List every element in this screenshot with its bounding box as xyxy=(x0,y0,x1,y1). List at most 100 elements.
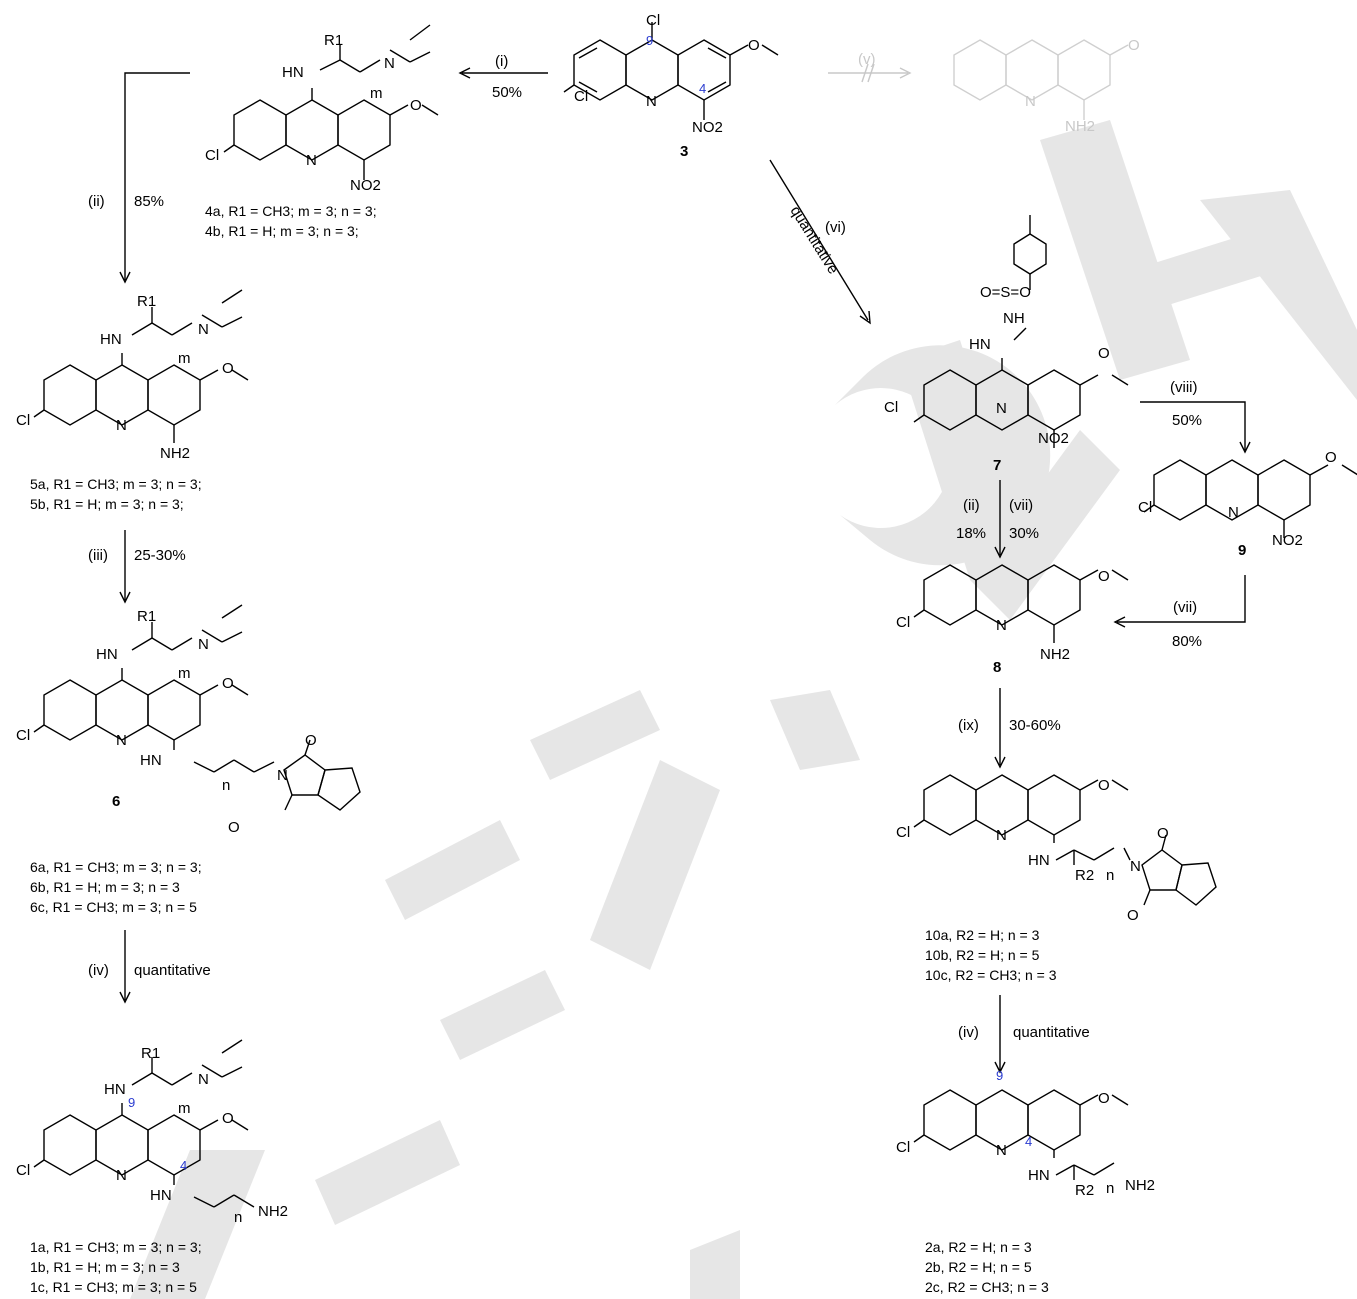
position-9-label: 9 xyxy=(128,1095,135,1110)
atom-cl: Cl xyxy=(205,147,219,164)
arrow-step-iii: (iii) 25-30% xyxy=(88,530,186,604)
nitro-group: NO2 xyxy=(350,177,381,194)
atom-o: O xyxy=(222,675,234,692)
atom-cl: Cl xyxy=(896,1139,910,1156)
arrow-step-v: (v) xyxy=(828,51,912,83)
condition-i: (i) xyxy=(495,53,508,70)
r1-label: R1 xyxy=(137,293,156,310)
r2-label: R2 xyxy=(1075,1182,1094,1199)
series-label-5b: 5b, R1 = H; m = 3; n = 3; xyxy=(30,496,184,512)
arrow-step-vi: (vi) quantitative xyxy=(769,159,871,325)
series-label-2c: 2c, R2 = CH3; n = 3 xyxy=(925,1279,1049,1295)
atom-n: N xyxy=(116,417,127,434)
amino-group: NH2 xyxy=(160,445,190,462)
atom-cl: Cl xyxy=(646,12,660,29)
yield-step-vii-right: 30% xyxy=(1009,525,1039,542)
atom-n: N xyxy=(116,732,127,749)
hn-label: HN xyxy=(140,752,162,769)
yield-step-iv-right: quantitative xyxy=(1013,1024,1090,1041)
arrow-step-iv-left: (iv) quantitative xyxy=(88,930,211,1004)
atom-n: N xyxy=(996,1142,1007,1159)
series-label-10b: 10b, R2 = H; n = 5 xyxy=(925,947,1040,963)
atom-cl: Cl xyxy=(16,412,30,429)
series-label-10c: 10c, R2 = CH3; n = 3 xyxy=(925,967,1057,983)
series-label-5a: 5a, R1 = CH3; m = 3; n = 3; xyxy=(30,476,202,492)
hn-label: HN xyxy=(96,646,118,663)
atom-o: O xyxy=(228,819,240,836)
nitro-group: NO2 xyxy=(692,119,723,136)
atom-o: O xyxy=(222,360,234,377)
series-label-4b: 4b, R1 = H; m = 3; n = 3; xyxy=(205,223,359,239)
atom-o: O xyxy=(1128,37,1140,54)
atom-o: O xyxy=(1127,907,1139,924)
atom-cl: Cl xyxy=(884,399,898,416)
yield-step-vi: quantitative xyxy=(787,203,842,277)
atom-n: N xyxy=(306,152,317,169)
chain-m-label: m xyxy=(178,350,191,367)
series-label-4a: 4a, R1 = CH3; m = 3; n = 3; xyxy=(205,203,377,219)
compound-number-3: 3 xyxy=(680,143,688,160)
atom-cl: Cl xyxy=(16,1162,30,1179)
chain-n-label: n xyxy=(1106,1180,1114,1197)
atom-cl: Cl xyxy=(574,88,588,105)
atom-cl: Cl xyxy=(1138,499,1152,516)
atom-n: N xyxy=(198,636,209,653)
arrow-step-iv-right: (iv) quantitative xyxy=(958,995,1090,1074)
yield-step-ix: 30-60% xyxy=(1009,717,1061,734)
hn-label: HN xyxy=(969,336,991,353)
amino-group: NH2 xyxy=(1065,118,1095,135)
nh-label: NH xyxy=(1003,310,1025,327)
position-4-label: 4 xyxy=(699,81,706,96)
yield-step-i: 50% xyxy=(492,84,522,101)
atom-o: O xyxy=(1098,345,1110,362)
series-label-6c: 6c, R1 = CH3; m = 3; n = 5 xyxy=(30,899,197,915)
condition-ix: (ix) xyxy=(958,717,979,734)
yield-step-iv-left: quantitative xyxy=(134,962,211,979)
condition-iv: (iv) xyxy=(958,1024,979,1041)
arrow-step-7-to-8: (ii) (vii) 18% 30% xyxy=(956,480,1039,559)
compound-6: R1 HN N m O Cl N HN n N O O 6 6a, R1 = C… xyxy=(16,604,361,915)
atom-n: N xyxy=(1025,93,1036,110)
amino-group: NH2 xyxy=(258,1203,288,1220)
arrow-step-ix: (ix) 30-60% xyxy=(958,688,1061,769)
atom-o: O xyxy=(222,1110,234,1127)
position-4-label: 4 xyxy=(1025,1134,1032,1149)
hn-label: HN xyxy=(1028,852,1050,869)
atom-o: O xyxy=(1098,777,1110,794)
condition-iii: (iii) xyxy=(88,547,108,564)
hn-label: HN xyxy=(104,1081,126,1098)
series-label-10a: 10a, R2 = H; n = 3 xyxy=(925,927,1040,943)
atom-n: N xyxy=(116,1167,127,1184)
series-label-1c: 1c, R1 = CH3; m = 3; n = 5 xyxy=(30,1279,197,1295)
atom-cl: Cl xyxy=(16,727,30,744)
yield-step-vii-9-to-8: 80% xyxy=(1172,633,1202,650)
amino-group: NH2 xyxy=(1040,646,1070,663)
atom-n: N xyxy=(996,617,1007,634)
compound-5: R1 HN N m Cl N O NH2 5a, R1 = CH3; m = 3… xyxy=(16,289,249,512)
hn-label: HN xyxy=(150,1187,172,1204)
atom-n: N xyxy=(646,93,657,110)
compound-number-8: 8 xyxy=(993,659,1001,676)
atom-cl: Cl xyxy=(896,824,910,841)
compound-7: O=S=O NH HN Cl N O NO2 7 xyxy=(884,215,1129,474)
position-9-label: 9 xyxy=(996,1068,1003,1083)
nitro-group: NO2 xyxy=(1038,430,1069,447)
atom-o: O xyxy=(410,97,422,114)
compound-2: 9 Cl N 4 O HN R2 n NH2 2a, R2 = H; n = 3… xyxy=(896,1068,1155,1295)
compound-number-6: 6 xyxy=(112,793,120,810)
compound-number-7: 7 xyxy=(993,457,1001,474)
amino-group: NH2 xyxy=(1125,1177,1155,1194)
arrow-step-i: (i) 50% xyxy=(458,53,548,101)
yield-step-iii: 25-30% xyxy=(134,547,186,564)
atom-o: O xyxy=(1098,1090,1110,1107)
atom-o: O xyxy=(1098,568,1110,585)
series-label-2a: 2a, R2 = H; n = 3 xyxy=(925,1239,1032,1255)
condition-viii: (viii) xyxy=(1170,379,1198,396)
r1-label: R1 xyxy=(324,32,343,49)
condition-iv: (iv) xyxy=(88,962,109,979)
nitro-group: NO2 xyxy=(1272,532,1303,549)
r2-label: R2 xyxy=(1075,867,1094,884)
atom-n: N xyxy=(198,321,209,338)
arrow-step-9-to-8: (vii) 80% xyxy=(1113,575,1246,650)
yield-step-ii-right: 18% xyxy=(956,525,986,542)
